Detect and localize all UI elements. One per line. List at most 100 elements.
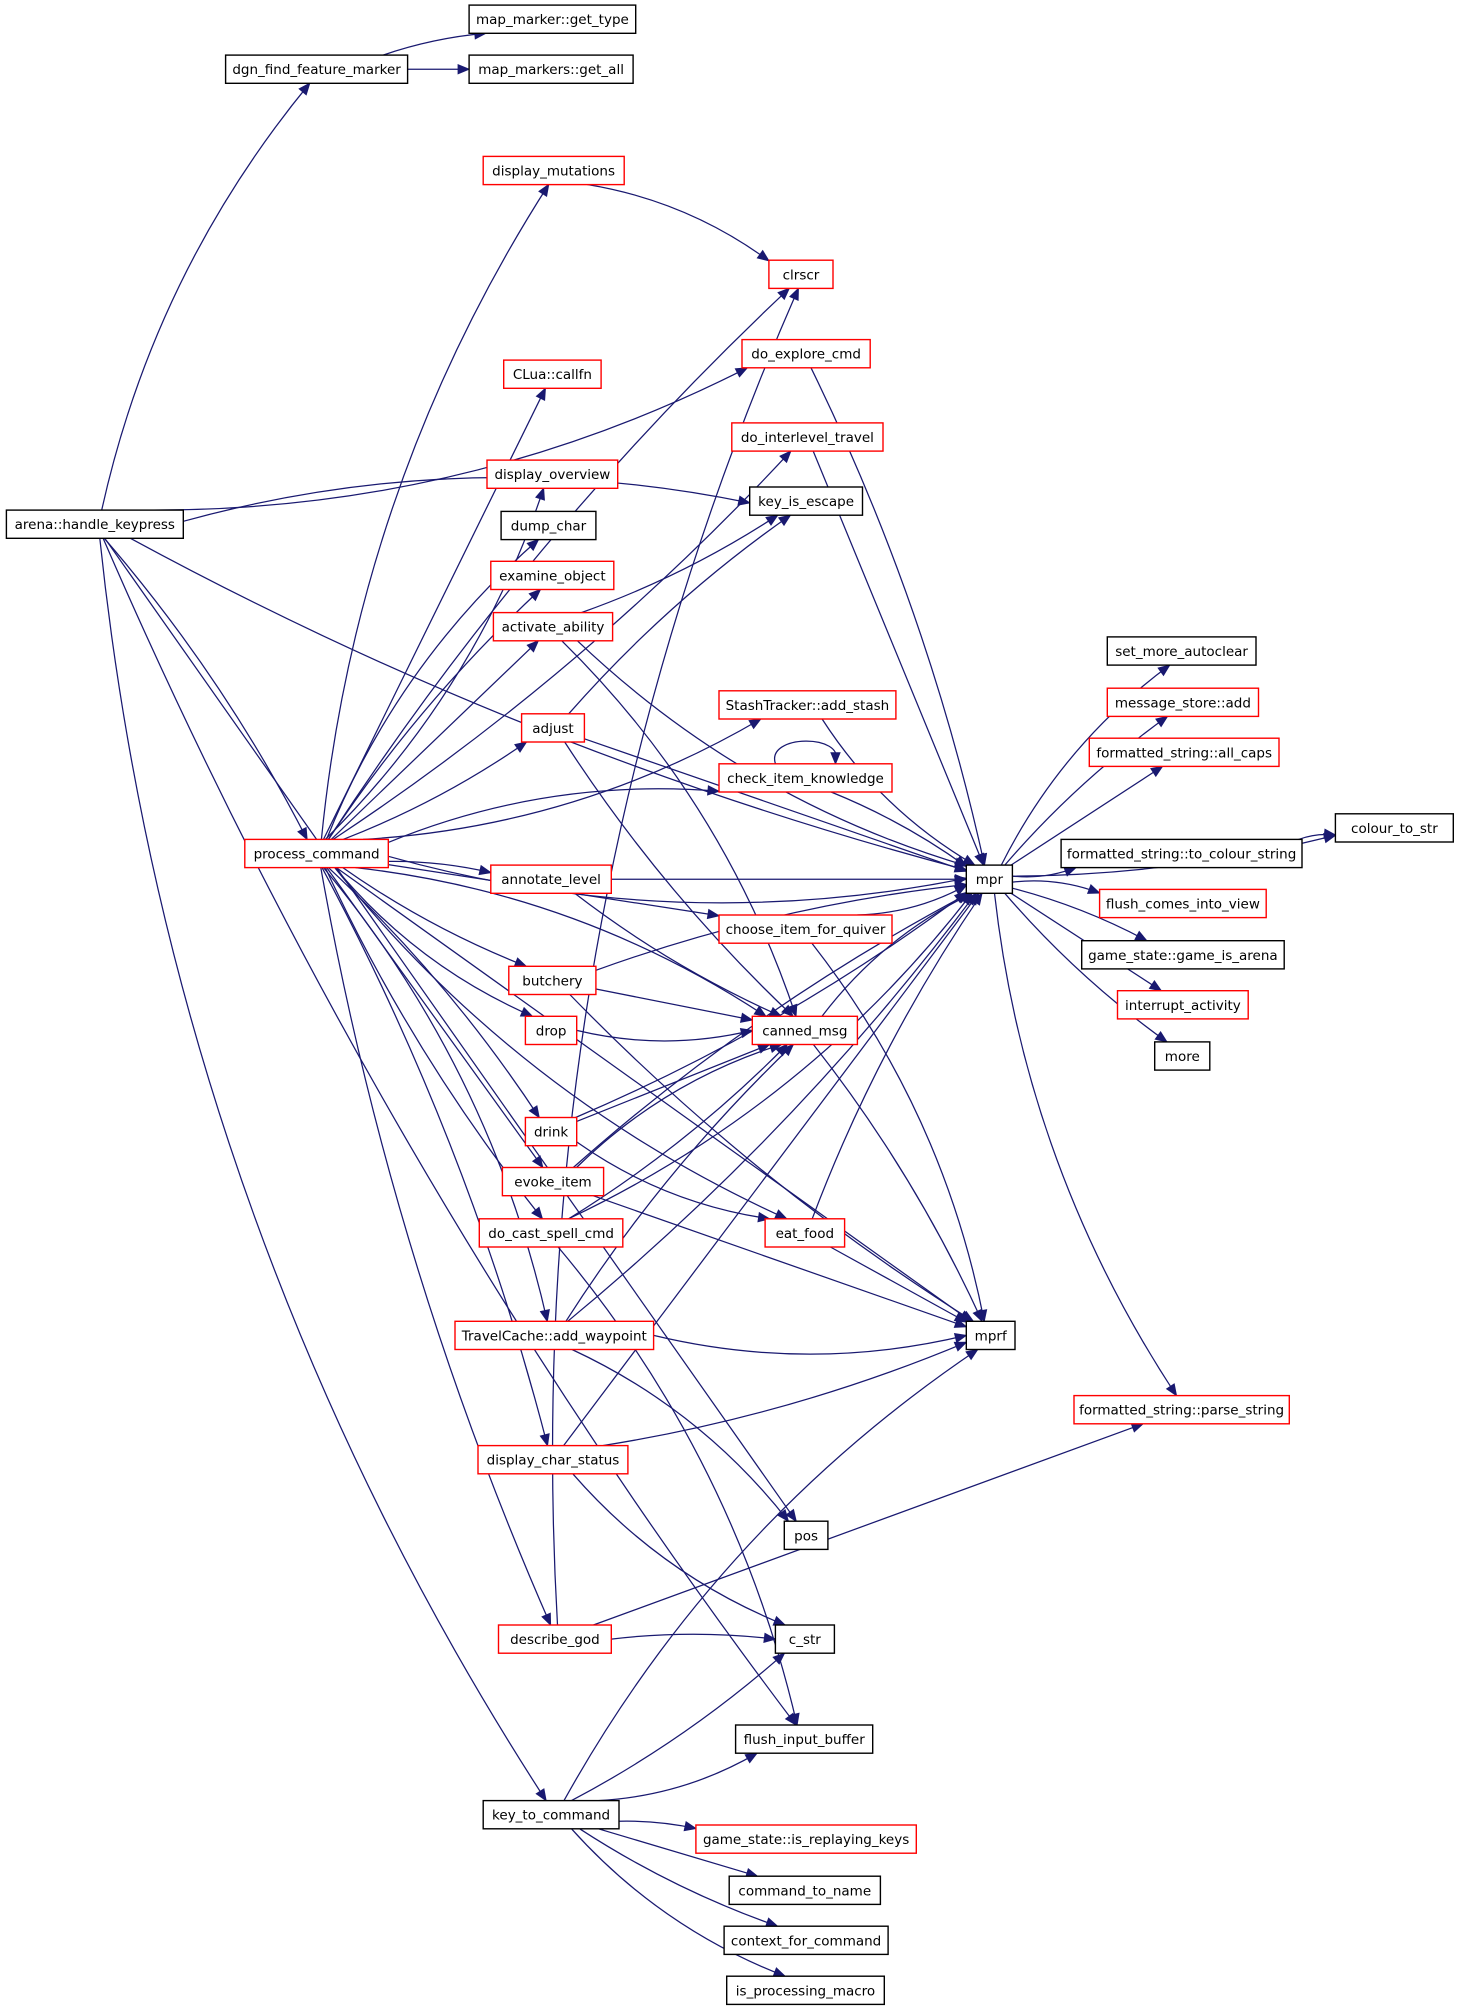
edge-arrowhead <box>785 1508 797 1523</box>
node-flush-comes[interactable]: flush_comes_into_view <box>1098 888 1267 919</box>
node-handle-keypress[interactable]: arena::handle_keypress <box>5 509 184 540</box>
edge-arrowhead <box>772 1652 786 1665</box>
node-label: arena::handle_keypress <box>15 517 175 533</box>
node-evoke-item[interactable]: evoke_item <box>501 1166 605 1197</box>
node-flush-input-buffer[interactable]: flush_input_buffer <box>734 1724 874 1754</box>
node-key-to-command[interactable]: key_to_command <box>482 1799 620 1830</box>
node-key-is-escape[interactable]: key_is_escape <box>749 486 864 516</box>
node-is-processing-macro[interactable]: is_processing_macro <box>726 1975 886 2006</box>
node-activate-ability[interactable]: activate_ability <box>492 611 614 642</box>
edge-arrowhead <box>1165 1383 1178 1397</box>
node-to-colour-string[interactable]: formatted_string::to_colour_string <box>1060 838 1303 869</box>
node-colour-to-str[interactable]: colour_to_str <box>1334 813 1455 843</box>
node-game-is-arena[interactable]: game_state::game_is_arena <box>1080 940 1285 970</box>
edge-arrowhead <box>953 1341 968 1352</box>
edge-add_waypoint-to-canned_msg <box>565 1043 795 1322</box>
node-stash-add[interactable]: StashTracker::add_stash <box>718 690 897 720</box>
edge-line <box>602 1341 967 1447</box>
node-c-str[interactable]: c_str <box>774 1624 836 1654</box>
node-box <box>751 1015 859 1046</box>
node-box <box>478 1218 624 1248</box>
node-drink[interactable]: drink <box>524 1116 578 1147</box>
call-nodes: arena::handle_keypress dgn_find_feature_m… <box>5 4 1455 2006</box>
node-box <box>1060 838 1303 869</box>
node-label: do_cast_spell_cmd <box>488 1226 614 1242</box>
edge-mpr-to-more <box>1004 892 1168 1043</box>
node-box <box>524 1015 578 1046</box>
node-eat-food[interactable]: eat_food <box>764 1218 846 1248</box>
node-get-type[interactable]: map_marker::get_type <box>468 4 637 35</box>
node-display-char-status[interactable]: display_char_status <box>477 1444 629 1475</box>
edge-arrowhead <box>1086 884 1101 894</box>
edge-add_waypoint-to-mpr <box>567 892 977 1322</box>
node-label: message_store::add <box>1115 695 1251 711</box>
node-clua-callfn[interactable]: CLua::callfn <box>503 359 602 390</box>
edge-handle_keypress-to-key_to_command <box>99 538 547 1802</box>
node-clrscr[interactable]: clrscr <box>768 259 834 290</box>
node-adjust[interactable]: adjust <box>520 713 586 743</box>
node-box <box>723 1925 889 1956</box>
edge-process_command-to-clrscr <box>327 287 791 840</box>
node-box <box>768 259 834 290</box>
node-more[interactable]: more <box>1153 1041 1211 1071</box>
node-check-item-knowledge[interactable]: check_item_knowledge <box>718 763 893 793</box>
node-box <box>741 338 871 369</box>
node-box <box>774 1624 836 1654</box>
node-dgn-find[interactable]: dgn_find_feature_marker <box>224 54 409 84</box>
edge-process_command-to-adjust <box>342 741 528 840</box>
node-describe-god[interactable]: describe_god <box>497 1624 613 1654</box>
edge-line <box>342 741 527 840</box>
node-drop[interactable]: drop <box>524 1015 578 1046</box>
node-process-command[interactable]: process_command <box>244 838 390 869</box>
node-label: more <box>1165 1049 1200 1065</box>
node-do-explore-cmd[interactable]: do_explore_cmd <box>741 338 871 369</box>
node-label: formatted_string::to_colour_string <box>1067 847 1296 863</box>
node-choose-quiver[interactable]: choose_item_for_quiver <box>718 914 893 944</box>
edge-arrowhead <box>772 1615 787 1626</box>
node-mprf[interactable]: mprf <box>965 1320 1016 1351</box>
node-get-all[interactable]: map_markers::get_all <box>468 54 634 84</box>
edge-line <box>330 640 539 840</box>
node-display-mutations[interactable]: display_mutations <box>482 155 625 186</box>
edge-arrowhead <box>967 892 980 906</box>
node-box <box>1098 888 1267 919</box>
edge-arrowhead <box>748 718 762 730</box>
edge-add_waypoint-to-mprf <box>653 1332 968 1355</box>
node-display-overview[interactable]: display_overview <box>486 459 619 490</box>
edge-key_to_command-to-is_replaying_keys <box>618 1820 698 1832</box>
node-parse-string[interactable]: formatted_string::parse_string <box>1073 1394 1291 1425</box>
edge-check_item_knowledge-to-mpr <box>830 791 968 868</box>
edge-process_command-to-canned_msg <box>355 866 768 1018</box>
edge-process_command-to-add_waypoint <box>323 867 550 1323</box>
edge-line <box>579 1828 778 1927</box>
edge-process_command-to-display_overview <box>324 487 545 840</box>
edge-line <box>595 988 753 1021</box>
node-do-cast-spell-cmd[interactable]: do_cast_spell_cmd <box>478 1218 624 1248</box>
node-butchery[interactable]: butchery <box>508 965 597 996</box>
node-command-to-name[interactable]: command_to_name <box>728 1875 882 1906</box>
node-label: context_for_command <box>731 1933 881 1949</box>
node-pos[interactable]: pos <box>783 1520 829 1551</box>
node-dump-char[interactable]: dump_char <box>500 510 597 541</box>
edge-process_command-to-check_item_knowledge <box>388 785 721 843</box>
node-box <box>764 1218 846 1248</box>
node-interrupt-activity[interactable]: interrupt_activity <box>1116 990 1249 1020</box>
edge-arrowhead <box>1154 1031 1168 1043</box>
node-mpr[interactable]: mpr <box>965 864 1014 894</box>
node-canned-msg[interactable]: canned_msg <box>751 1015 859 1046</box>
node-add-waypoint[interactable]: TravelCache::add_waypoint <box>454 1320 655 1351</box>
node-annotate-level[interactable]: annotate_level <box>490 864 612 894</box>
edge-line <box>565 1044 794 1322</box>
node-box <box>477 1444 629 1475</box>
node-context-for-command[interactable]: context_for_command <box>723 1925 889 1956</box>
node-label: drop <box>536 1023 567 1039</box>
node-all-caps[interactable]: formatted_string::all_caps <box>1088 737 1280 768</box>
node-is-replaying-keys[interactable]: game_state::is_replaying_keys <box>695 1824 918 1854</box>
edge-key_to_command-to-c_str <box>571 1652 786 1802</box>
node-message-store-add[interactable]: message_store::add <box>1106 687 1260 718</box>
node-label: check_item_knowledge <box>727 771 884 787</box>
node-do-interlevel-travel[interactable]: do_interlevel_travel <box>731 422 884 452</box>
node-box <box>734 1724 874 1754</box>
node-set-more-autoclear[interactable]: set_more_autoclear <box>1106 636 1257 666</box>
node-examine-object[interactable]: examine_object <box>490 560 615 591</box>
